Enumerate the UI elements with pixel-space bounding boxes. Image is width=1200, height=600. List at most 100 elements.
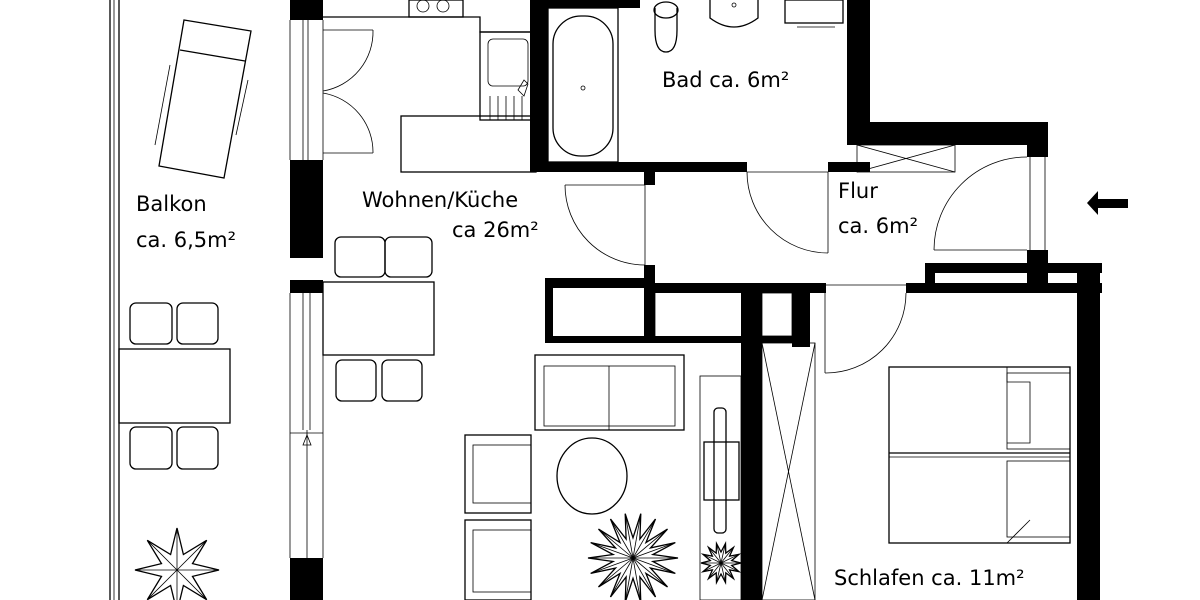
wall — [644, 172, 655, 185]
plant-leaf — [632, 518, 656, 559]
bathtub-basin — [552, 15, 614, 157]
wall — [1027, 122, 1048, 157]
plant-leaf — [720, 543, 726, 564]
plant-leaf — [625, 557, 634, 600]
plant-leaf — [632, 557, 676, 574]
plant-leaf — [624, 513, 634, 559]
plant-leaf — [610, 557, 634, 598]
plant-leaf — [720, 553, 740, 564]
stove — [408, 0, 464, 18]
plant-leaf — [720, 547, 734, 564]
plant-leaf — [590, 557, 634, 574]
chair — [176, 426, 219, 470]
plant-leaf — [632, 557, 668, 588]
plant-leaf — [702, 562, 722, 573]
plant-leaf — [176, 540, 207, 571]
wall — [290, 160, 323, 258]
plant-leaf — [176, 569, 207, 600]
bedroom-door[interactable] — [824, 292, 907, 374]
plant-leaf — [590, 542, 634, 559]
wall — [540, 0, 640, 8]
wall — [925, 283, 1102, 293]
tv-sideboard — [699, 375, 742, 600]
room-label-schlafen: Schlafen ca. 11m² — [834, 566, 1025, 590]
pillow — [1006, 372, 1071, 450]
balcony-railing — [109, 0, 120, 600]
armchair — [464, 434, 532, 514]
wall — [545, 278, 553, 343]
storage — [654, 292, 816, 600]
plant-leaf — [702, 553, 722, 564]
tv — [713, 407, 727, 534]
doors[interactable] — [564, 156, 1028, 374]
plant-leaf — [147, 569, 178, 600]
chair — [176, 302, 219, 345]
wall — [925, 263, 1102, 273]
entrance-door[interactable] — [933, 156, 1028, 251]
plant-leaf — [632, 528, 668, 559]
plant-leaf — [147, 540, 178, 571]
plant-leaf — [598, 557, 634, 588]
room-label-flur: Flur — [838, 179, 878, 203]
chair — [335, 359, 377, 402]
wall — [847, 0, 870, 145]
arrow-left-icon — [1087, 191, 1128, 215]
plant-leaf — [598, 528, 634, 559]
room-area-wohnen-kueche: ca 26m² — [452, 218, 539, 242]
table — [118, 348, 231, 424]
plant-leaf — [632, 557, 656, 598]
balcony-door[interactable] — [322, 29, 374, 154]
armchairs — [464, 434, 532, 600]
washbasin — [709, 0, 759, 28]
living-door[interactable] — [564, 184, 646, 266]
plant-leaf — [720, 562, 740, 573]
wall — [530, 162, 747, 172]
bath-cabinet — [784, 0, 844, 24]
chair — [334, 236, 386, 278]
wall — [530, 0, 548, 172]
wall — [828, 162, 870, 172]
table — [322, 281, 435, 356]
room-area-flur: ca. 6m² — [838, 214, 918, 238]
wall — [906, 283, 925, 293]
balcony-dining-set — [118, 302, 231, 470]
chair — [384, 236, 433, 278]
kitchen — [323, 0, 537, 173]
faucet — [517, 79, 529, 97]
plant-leaf — [632, 542, 676, 559]
wall — [870, 122, 1048, 145]
walls — [290, 0, 1102, 600]
wall — [290, 280, 323, 293]
plant-leaf — [720, 562, 734, 579]
wall — [644, 265, 655, 343]
plant-leaf — [716, 562, 722, 583]
bathtub — [547, 7, 619, 163]
room-area-balkon: ca. 6,5m² — [136, 228, 236, 252]
arrow-up-icon — [302, 433, 312, 446]
double-bed — [888, 366, 1071, 544]
bathroom-door[interactable] — [746, 171, 829, 254]
wall — [1077, 263, 1100, 600]
plant-leaf — [632, 557, 641, 600]
counter — [400, 115, 537, 173]
sink-cabinet — [479, 31, 537, 121]
plant-leaf — [610, 518, 634, 559]
toilet — [654, 8, 678, 53]
chair — [381, 359, 423, 402]
wall — [545, 336, 810, 343]
wall — [741, 283, 762, 600]
sun-lounger — [154, 19, 252, 179]
pillow — [1006, 460, 1071, 538]
plant-leaf — [632, 513, 642, 559]
room-label-bad: Bad ca. 6m² — [662, 68, 789, 92]
wall — [290, 0, 323, 20]
coffee-table — [556, 437, 628, 515]
sink — [487, 38, 529, 87]
plant-leaf — [708, 562, 722, 579]
plant-leaf — [720, 562, 726, 583]
dining-set — [322, 236, 435, 402]
wall — [644, 283, 826, 293]
plant-leaf — [708, 547, 722, 564]
wall — [290, 558, 323, 600]
